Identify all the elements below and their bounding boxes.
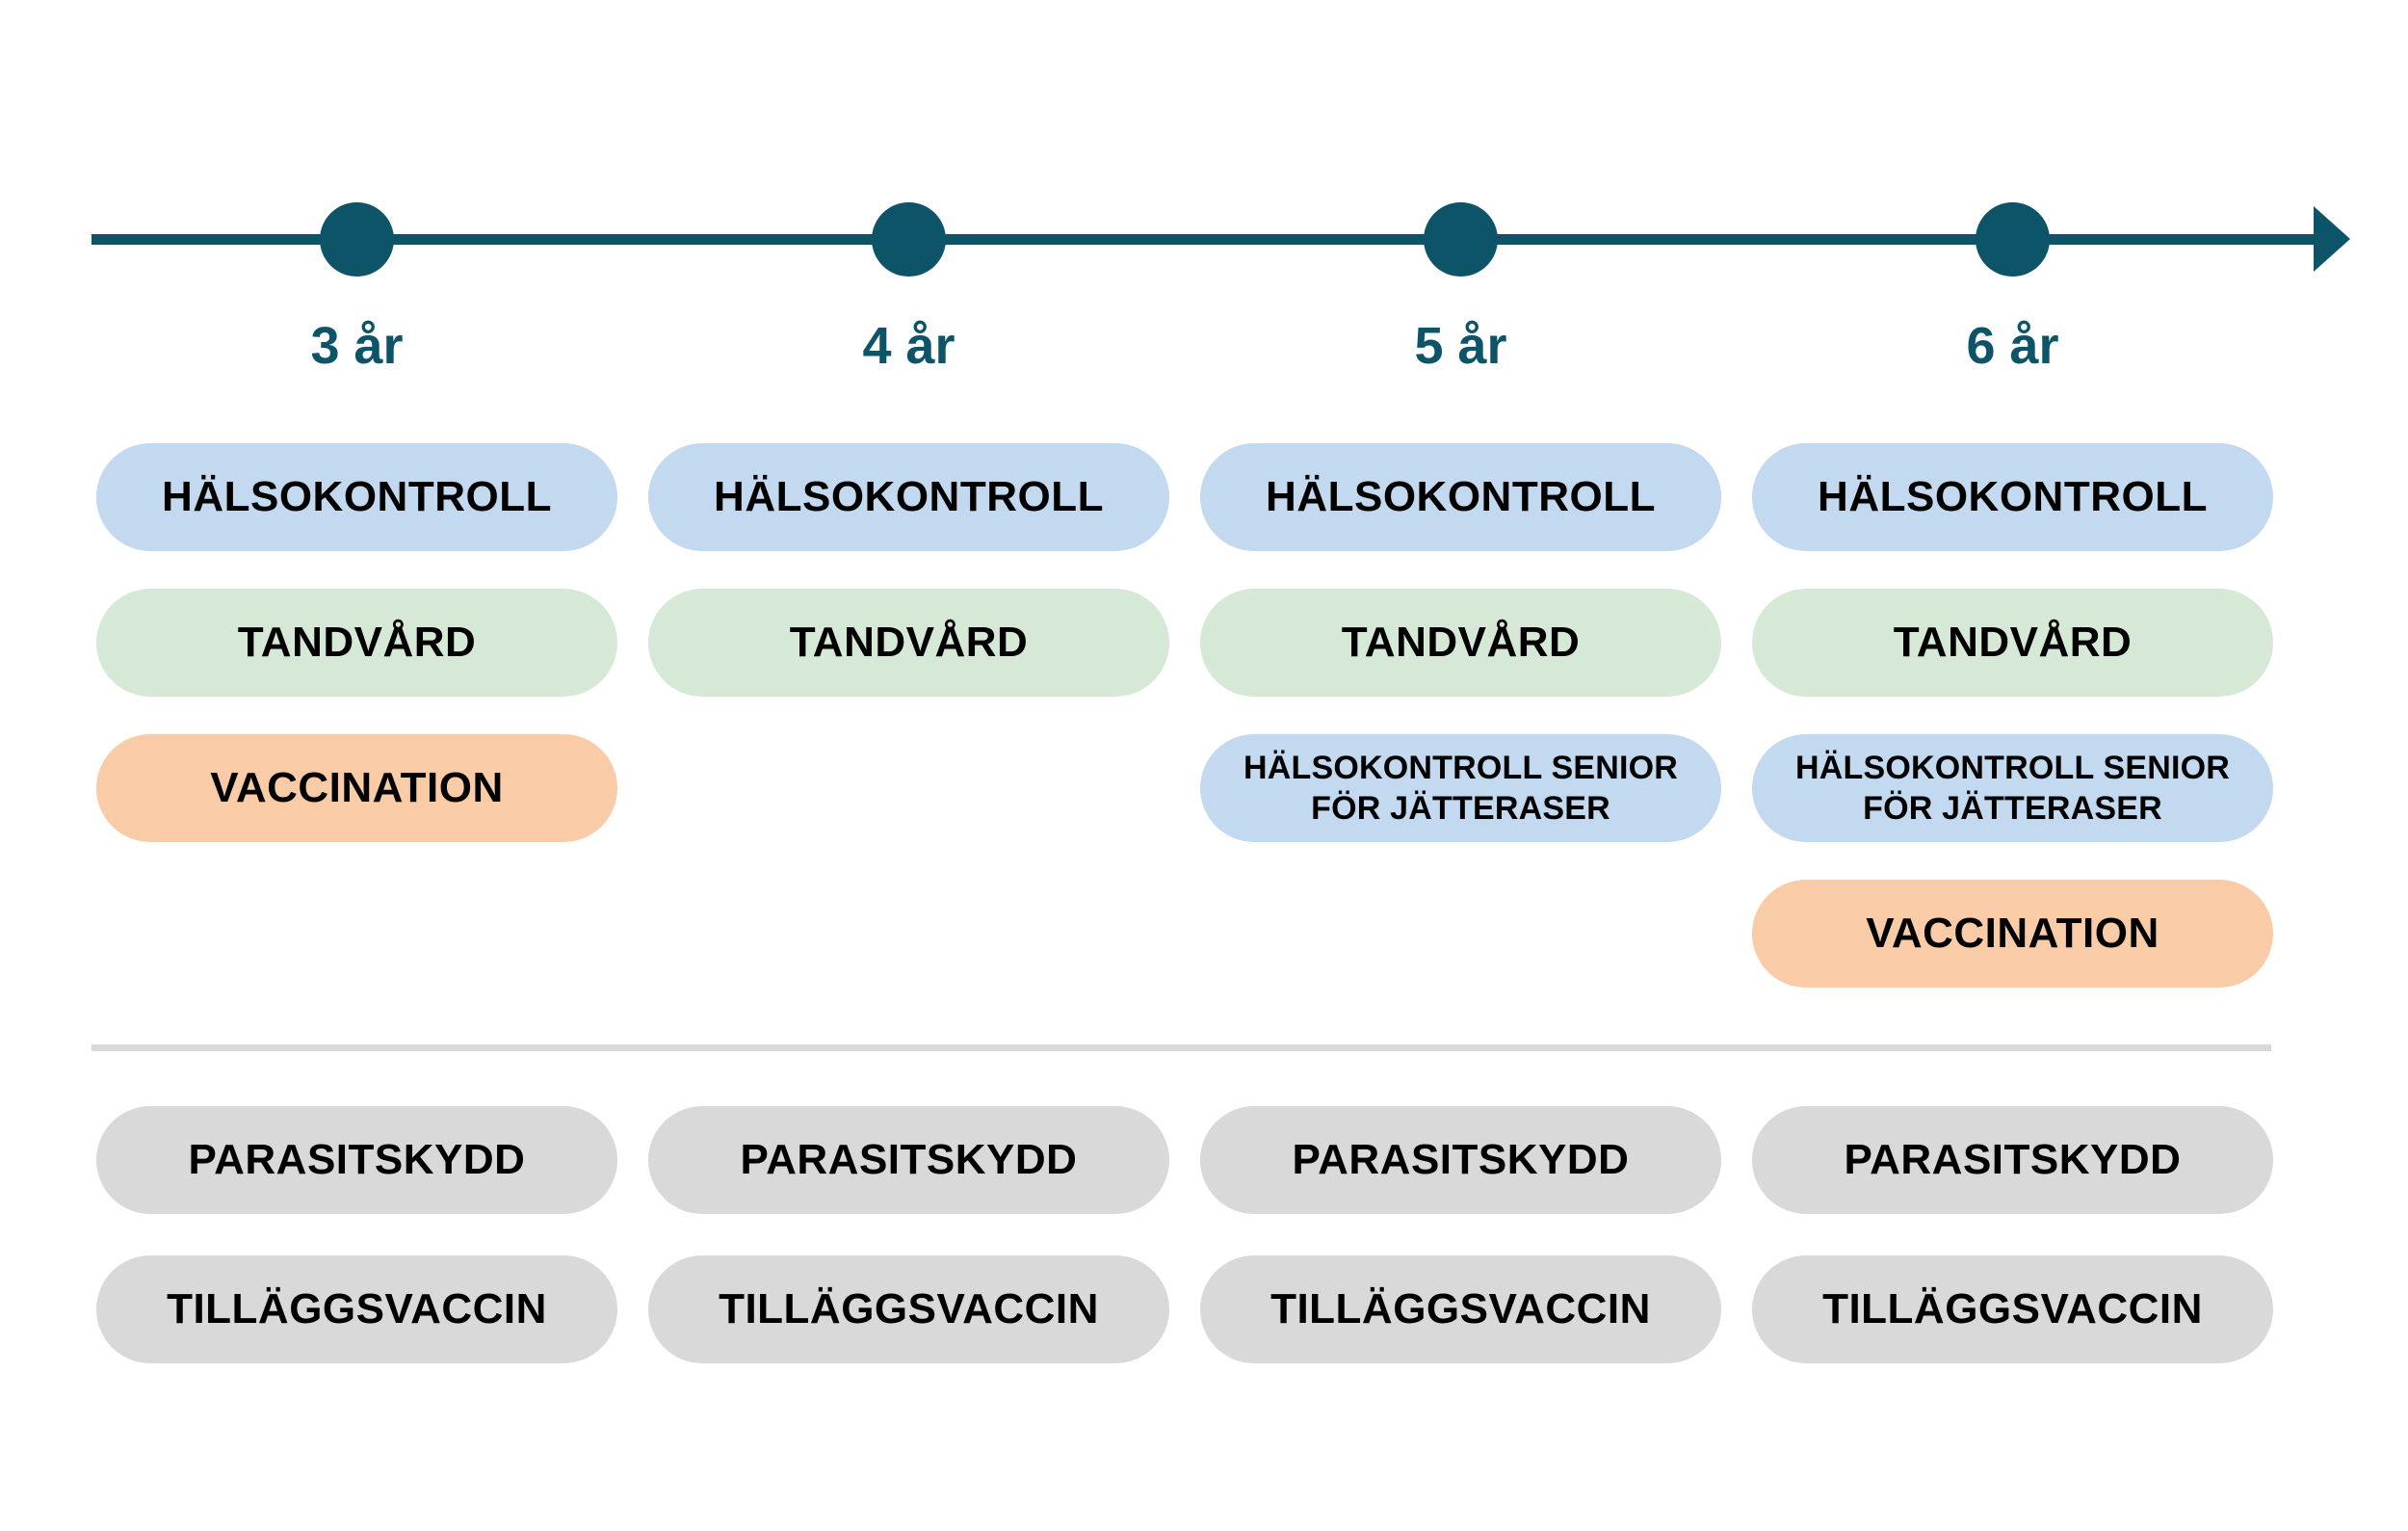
timeline-axis (92, 234, 2321, 245)
pill-vaccination: VACCINATION (1752, 880, 2273, 988)
pill-tandvard: TANDVÅRD (1752, 589, 2273, 697)
arrow-right-icon (2314, 206, 2350, 272)
age-label: 4 år (862, 317, 955, 375)
pill-tillaggsvaccin: TILLÄGGSVACCIN (648, 1255, 1169, 1363)
pill-vaccination: VACCINATION (96, 734, 617, 842)
recurring-care-columns: PARASITSKYDD TILLÄGGSVACCIN PARASITSKYDD TI… (96, 1106, 2273, 1366)
pill-tillaggsvaccin: TILLÄGGSVACCIN (1752, 1255, 2273, 1363)
age-columns: 3 år HÄLSOKONTROLL TANDVÅRD VACCINATION 4 år… (96, 317, 2273, 992)
pill-halsokontroll-senior-for-jatteraser: HÄLSOKONTROLL SENIOR FÖR JÄTTERASER (1752, 734, 2273, 842)
age-column-4-ar: 4 år HÄLSOKONTROLL TANDVÅRD (648, 317, 1169, 992)
recurring-column-6-ar: PARASITSKYDD TILLÄGGSVACCIN (1752, 1106, 2273, 1366)
pill-tandvard: TANDVÅRD (96, 589, 617, 697)
pill-tandvard: TANDVÅRD (1200, 589, 1721, 697)
timeline-dot (1424, 202, 1498, 277)
pill-halsokontroll: HÄLSOKONTROLL (96, 443, 617, 551)
timeline-dot (320, 202, 394, 277)
recurring-column-3-ar: PARASITSKYDD TILLÄGGSVACCIN (96, 1106, 617, 1366)
recurring-column-4-ar: PARASITSKYDD TILLÄGGSVACCIN (648, 1106, 1169, 1366)
age-column-5-ar: 5 år HÄLSOKONTROLL TANDVÅRD HÄLSOKONTROLL S… (1200, 317, 1721, 992)
pill-parasitskydd: PARASITSKYDD (1200, 1106, 1721, 1214)
pill-tillaggsvaccin: TILLÄGGSVACCIN (96, 1255, 617, 1363)
pill-tandvard: TANDVÅRD (648, 589, 1169, 697)
timeline-dot (872, 202, 946, 277)
age-label: 3 år (310, 317, 404, 375)
pill-halsokontroll-senior-for-jatteraser: HÄLSOKONTROLL SENIOR FÖR JÄTTERASER (1200, 734, 1721, 842)
section-divider (92, 1044, 2271, 1051)
age-label: 6 år (1966, 317, 2059, 375)
timeline-dot (1976, 202, 2050, 277)
recurring-column-5-ar: PARASITSKYDD TILLÄGGSVACCIN (1200, 1106, 1721, 1366)
pill-halsokontroll: HÄLSOKONTROLL (1200, 443, 1721, 551)
pill-halsokontroll: HÄLSOKONTROLL (648, 443, 1169, 551)
age-column-6-ar: 6 år HÄLSOKONTROLL TANDVÅRD HÄLSOKONTROLL S… (1752, 317, 2273, 992)
age-label: 5 år (1414, 317, 1507, 375)
pill-halsokontroll: HÄLSOKONTROLL (1752, 443, 2273, 551)
pill-tillaggsvaccin: TILLÄGGSVACCIN (1200, 1255, 1721, 1363)
age-column-3-ar: 3 år HÄLSOKONTROLL TANDVÅRD VACCINATION (96, 317, 617, 992)
pill-parasitskydd: PARASITSKYDD (96, 1106, 617, 1214)
pill-parasitskydd: PARASITSKYDD (1752, 1106, 2273, 1214)
pill-parasitskydd: PARASITSKYDD (648, 1106, 1169, 1214)
